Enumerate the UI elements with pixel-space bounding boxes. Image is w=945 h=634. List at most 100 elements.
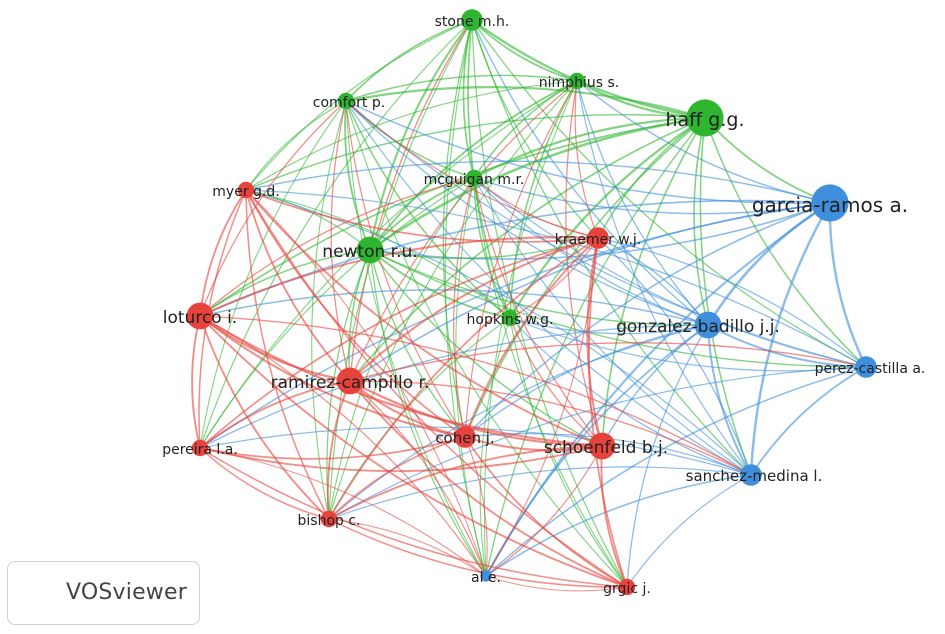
edge-gonzalez-grgic <box>626 324 709 588</box>
node-bishop[interactable] <box>320 510 338 528</box>
edge-kraemer-pereira <box>199 237 599 449</box>
node-newton[interactable] <box>356 236 384 264</box>
node-stone[interactable] <box>461 9 483 31</box>
node-myer[interactable] <box>237 181 255 199</box>
edge-myer-cohen <box>245 189 466 438</box>
node-label-gonzalez[interactable]: gonzalez-badillo j.j. <box>616 317 780 337</box>
edge-haff-gonzalez <box>693 117 709 326</box>
edge-comfort-cohen <box>345 100 466 438</box>
node-label-ramirez[interactable]: ramirez-campillo r. <box>271 373 430 393</box>
edge-comfort-sanchez <box>345 100 752 476</box>
edge-haff-schoenfeld <box>601 117 706 447</box>
node-comfort[interactable] <box>337 92 355 110</box>
edge-gonzalez-kraemer <box>597 237 709 326</box>
edge-newton-schoenfeld <box>369 249 603 447</box>
edge-hopkins-gonzalez <box>509 317 709 335</box>
node-perezcastilla[interactable] <box>855 356 877 378</box>
edge-kraemer-schoenfeld <box>586 237 603 447</box>
edge-loturco-grgic <box>199 315 628 588</box>
node-label-schoenfeld[interactable]: schoenfeld b.j. <box>544 438 668 458</box>
edge-nimphius-sanchez <box>576 80 752 476</box>
node-hopkins[interactable] <box>501 309 519 327</box>
edge-gonzalez-perezcastilla <box>707 324 867 369</box>
edge-mcguigan-gonzalez <box>473 177 709 326</box>
node-label-bishop[interactable]: bishop c. <box>298 513 361 529</box>
node-grgic[interactable] <box>618 578 636 596</box>
node-label-stone[interactable]: stone m.h. <box>435 14 510 30</box>
edge-gonzalez-schoenfeld <box>601 324 709 447</box>
node-cohen[interactable] <box>454 426 476 448</box>
node-label-pereira[interactable]: pereira l.a. <box>162 442 238 458</box>
node-label-grgic[interactable]: grgic j. <box>603 581 651 597</box>
node-label-nimphius[interactable]: nimphius s. <box>539 75 619 91</box>
node-label-hopkins[interactable]: hopkins w.g. <box>467 312 554 328</box>
edge-myer-loturco <box>199 189 247 317</box>
edge-nimphius-newton <box>369 80 578 251</box>
node-label-loturco[interactable]: loturco i. <box>163 308 237 328</box>
node-loturco[interactable] <box>186 302 214 330</box>
edge-garcia-myer <box>245 160 831 204</box>
edge-comfort-grgic <box>345 100 628 588</box>
node-label-newton[interactable]: newton r.u. <box>322 242 417 262</box>
edge-hopkins-al <box>479 317 511 577</box>
edge-nimphius-bishop <box>328 80 578 520</box>
edge-garcia-pereira <box>199 202 831 449</box>
edge-pereira-grgic <box>199 447 628 588</box>
edge-nimphius-cohen <box>464 80 578 438</box>
edge-stone-kraemer <box>471 19 599 239</box>
node-label-garcia[interactable]: garcia-ramos a. <box>752 193 908 217</box>
network-edges <box>191 19 868 592</box>
node-gonzalez[interactable] <box>694 311 722 339</box>
edge-myer-ramirez <box>245 189 351 382</box>
node-label-al[interactable]: al e. <box>471 570 501 586</box>
node-al[interactable] <box>480 570 492 582</box>
node-label-haff[interactable]: haff g.g. <box>665 109 744 131</box>
edge-ramirez-schoenfeld <box>349 380 603 448</box>
edge-loturco-pereira <box>191 315 201 449</box>
edge-newton-hopkins <box>369 249 511 319</box>
node-label-perezcastilla[interactable]: perez-castilla a. <box>815 361 926 377</box>
edge-al-bishop <box>328 518 487 577</box>
edge-perezcastilla-sanchez <box>750 366 867 476</box>
edge-mcguigan-loturco <box>199 177 475 317</box>
node-label-comfort[interactable]: comfort p. <box>313 95 385 111</box>
edge-stone-pereira <box>199 19 473 449</box>
edge-al-grgic <box>485 575 628 592</box>
edge-kraemer-grgic <box>588 237 628 588</box>
node-label-cohen[interactable]: cohen j. <box>435 429 494 447</box>
node-label-kraemer[interactable]: kraemer w.j. <box>555 232 641 248</box>
edge-gonzalez-loturco <box>199 289 709 326</box>
edge-stone-comfort <box>345 19 473 102</box>
edge-cohen-bishop <box>328 436 466 520</box>
node-pereira[interactable] <box>191 439 209 457</box>
edge-sanchez-loturco <box>199 315 752 476</box>
node-nimphius[interactable] <box>568 72 586 90</box>
edge-comfort-loturco <box>199 100 347 317</box>
node-mcguigan[interactable] <box>465 169 483 187</box>
node-schoenfeld[interactable] <box>588 432 616 460</box>
edge-sanchez-al <box>485 474 752 577</box>
node-ramirez[interactable] <box>336 367 364 395</box>
node-label-sanchez[interactable]: sanchez-medina l. <box>686 467 823 485</box>
edge-gonzalez-pereira <box>199 324 709 449</box>
edge-haff-comfort <box>345 86 706 120</box>
edge-mcguigan-grgic <box>473 177 628 588</box>
edge-myer-schoenfeld <box>245 189 603 447</box>
node-label-mcguigan[interactable]: mcguigan m.r. <box>424 172 525 188</box>
node-garcia[interactable] <box>811 184 849 222</box>
node-haff[interactable] <box>686 99 724 137</box>
edge-kraemer-ramirez <box>349 237 599 382</box>
edge-pereira-bishop <box>199 447 330 520</box>
edge-loturco-schoenfeld <box>199 315 603 448</box>
edge-nimphius-hopkins <box>509 80 578 319</box>
network-nodes <box>186 9 877 596</box>
edge-haff-kraemer <box>597 117 706 239</box>
node-sanchez[interactable] <box>740 464 762 486</box>
edge-cohen-grgic <box>464 436 628 588</box>
network-labels: stone m.h. nimphius s. haff g.g. comfort p.… <box>162 14 925 597</box>
edge-hopkins-schoenfeld <box>509 317 603 447</box>
edge-stone-perezcastilla <box>471 19 867 368</box>
node-label-myer[interactable]: myer g.d. <box>212 184 279 200</box>
node-kraemer[interactable] <box>587 227 609 249</box>
